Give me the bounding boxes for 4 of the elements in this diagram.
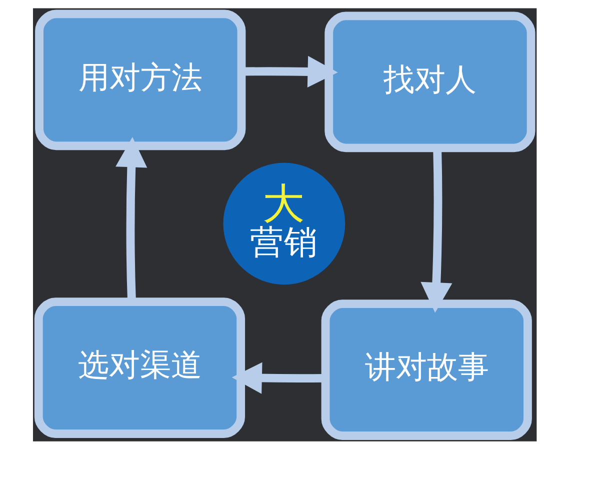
node-box: 用对方法 [35, 10, 246, 150]
node-box: 选对渠道 [34, 298, 246, 438]
node-box: 找对人 [324, 12, 536, 152]
node-box: 讲对故事 [321, 300, 532, 440]
